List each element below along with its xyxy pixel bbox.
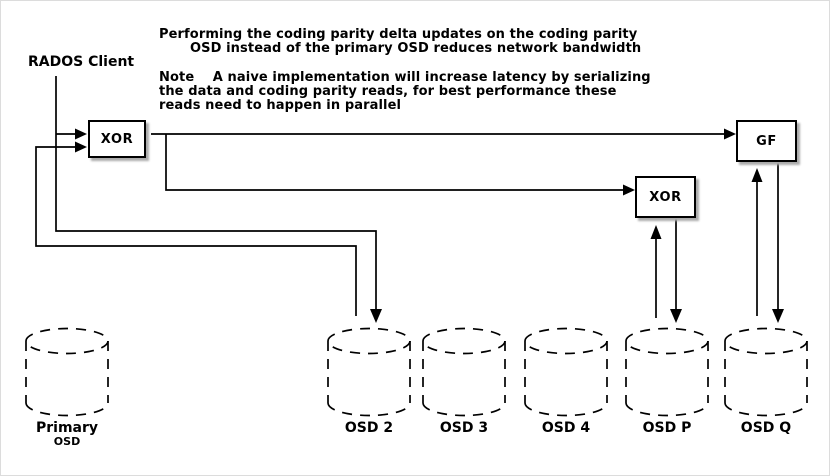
gf-node: GF xyxy=(736,120,797,162)
bandwidth-note-line1: Performing the coding parity delta updat… xyxy=(159,27,638,42)
osd3-cylinder xyxy=(422,327,506,417)
osd2-cylinder xyxy=(327,327,411,417)
xor2-node: XOR xyxy=(635,176,696,218)
latency-note-line2: the data and coding parity reads, for be… xyxy=(159,84,617,99)
arrowhead-into-xor1-top xyxy=(75,128,87,140)
primary-osd-label: Primary xyxy=(35,420,99,436)
rados-client-label: RADOS Client xyxy=(28,54,135,70)
gf-label: GF xyxy=(756,133,777,149)
arrowhead-into-osdp xyxy=(670,309,682,323)
latency-note: Note A naive implementation will increas… xyxy=(159,71,651,113)
edge-osd2-to-xor1 xyxy=(35,146,357,316)
primary-osd-cylinder xyxy=(25,327,109,417)
latency-note-line3: reads need to happen in parallel xyxy=(159,98,402,113)
osdq-label: OSD Q xyxy=(740,420,792,436)
osd3-label: OSD 3 xyxy=(439,420,489,436)
arrowhead-into-xor1-bottom xyxy=(75,141,87,153)
arrowhead-into-osdq xyxy=(772,309,784,323)
arrowhead-into-gf xyxy=(724,128,736,140)
osd2-label: OSD 2 xyxy=(344,420,394,436)
edge-xor1-to-xor2 xyxy=(165,134,623,191)
arrowhead-into-xor2 xyxy=(623,184,635,196)
xor1-label: XOR xyxy=(100,131,134,147)
xor1-node: XOR xyxy=(88,120,146,158)
arrowhead-into-osd2 xyxy=(370,309,382,323)
primary-osd-sublabel: OSD xyxy=(53,435,81,448)
bandwidth-note: Performing the coding parity delta updat… xyxy=(159,28,641,56)
osd4-label: OSD 4 xyxy=(541,420,591,436)
latency-note-line1: Note A naive implementation will increas… xyxy=(159,70,651,85)
arrowhead-up-into-xor2 xyxy=(650,225,662,239)
xor2-label: XOR xyxy=(649,189,682,205)
bandwidth-note-line2: OSD instead of the primary OSD reduces n… xyxy=(190,41,642,56)
osdp-cylinder xyxy=(625,327,709,417)
edge-client-to-osd2 xyxy=(55,76,377,311)
osd4-cylinder xyxy=(524,327,608,417)
osdq-cylinder xyxy=(724,327,808,417)
osdp-label: OSD P xyxy=(642,420,692,436)
arrowhead-up-into-gf xyxy=(751,168,763,182)
